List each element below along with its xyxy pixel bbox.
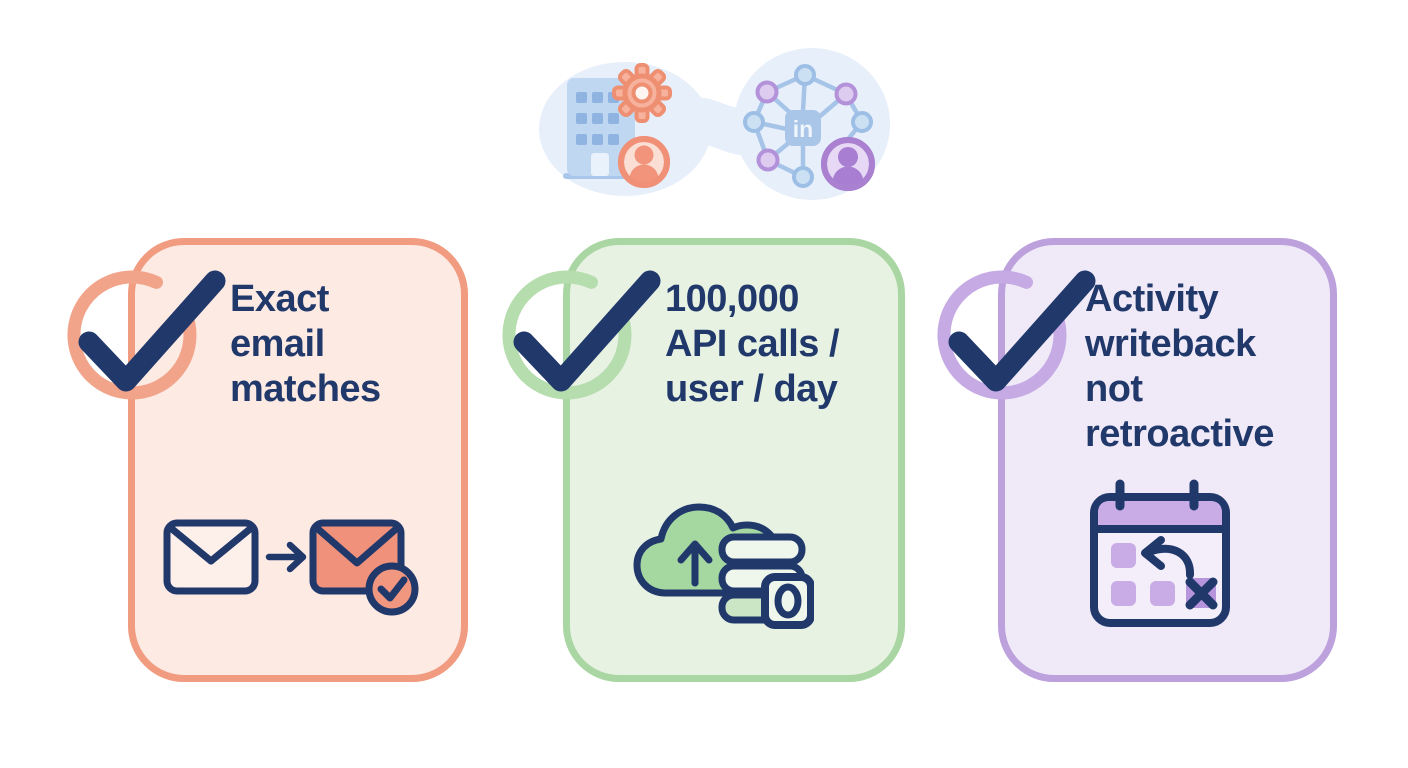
user-purple-icon (821, 137, 875, 191)
card-activity-writeback: Activity writeback not retroactive (937, 238, 1337, 682)
envelope-outline-icon (163, 519, 259, 595)
card-title: Activity writeback not retroactive (1085, 278, 1274, 455)
network-nodes (743, 64, 873, 188)
checkmark-circle-icon (937, 270, 1096, 400)
calendar-no-history-icon (1089, 479, 1231, 631)
hero-illustration: in (539, 48, 890, 200)
card-exact-email-matches: Exact email matches (67, 238, 468, 682)
card-title: Exact email matches (230, 278, 381, 410)
undo-arrow-icon (1141, 536, 1194, 579)
x-mark-icon (1185, 577, 1218, 610)
linkedin-badge: in (785, 110, 821, 146)
cloud-database-lock-icon (632, 481, 814, 633)
card-title: 100,000 API calls / user / day (665, 278, 840, 410)
user-orange-icon (618, 136, 670, 188)
lock-icon (761, 573, 814, 629)
checkmark-circle-icon (67, 270, 226, 400)
linkedin-logo-text: in (793, 116, 813, 142)
gear-icon (612, 63, 672, 123)
email-match-icon (161, 511, 421, 623)
arrow-right-icon (265, 541, 307, 573)
network-graph-icon: in (743, 64, 873, 188)
check-circle-badge-icon (365, 562, 419, 616)
checkmark-circle-icon (502, 270, 661, 400)
card-api-call-limit: 100,000 API calls / user / day (502, 238, 905, 682)
